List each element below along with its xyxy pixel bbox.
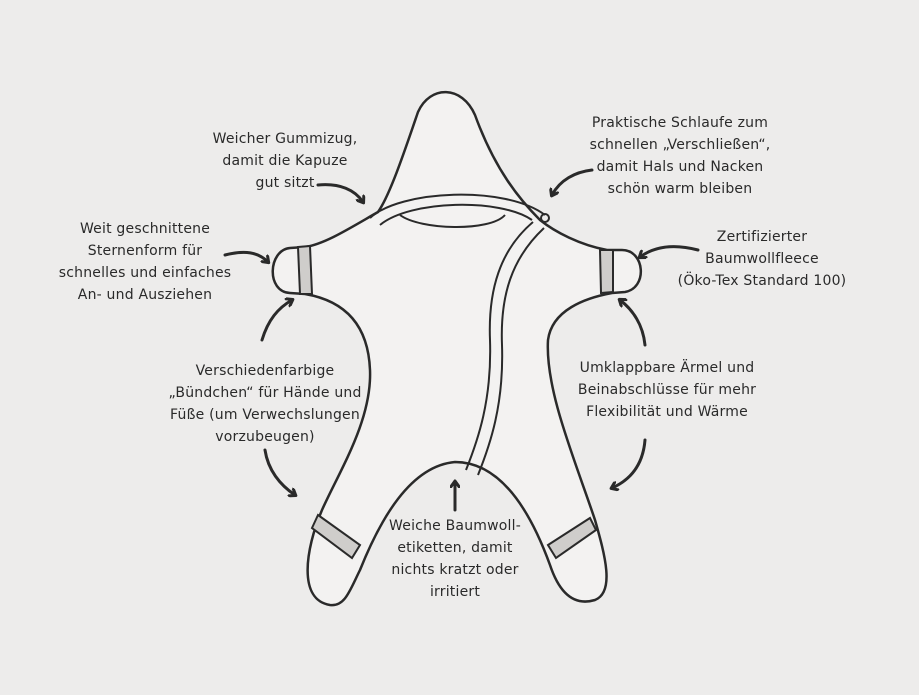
annotation-line: (Öko-Tex Standard 100)	[677, 273, 847, 289]
annotation-line: Weicher Gummizug,	[212, 131, 358, 147]
annotation-line: etiketten, damit	[397, 540, 513, 556]
annotation-line: schnelles und einfaches	[58, 265, 232, 281]
annotation-line: gut sitzt	[255, 175, 315, 191]
arrow-foldable-up	[620, 300, 647, 347]
annotation-line: Füße (um Verwechslungen	[170, 407, 360, 423]
arrows	[223, 168, 700, 512]
annotation-foldable: Umklappbare Ärmel und Beinabschlüsse für…	[578, 357, 756, 423]
loop	[540, 213, 550, 223]
arrow-cuffs-up	[260, 300, 292, 342]
annotation-line: Verschiedenfarbige	[195, 363, 335, 379]
suit-outline	[271, 90, 642, 607]
annotation-line: damit Hals und Nacken	[596, 159, 764, 175]
annotation-line: vorzubeugen)	[215, 429, 315, 445]
annotation-cuffs: Verschiedenfarbige „Bündchen“ für Hände …	[168, 360, 361, 448]
annotation-line: Sternenform für	[87, 243, 203, 259]
annotation-line: Weiche Baumwoll-	[389, 518, 521, 534]
annotation-line: damit die Kapuze	[222, 153, 348, 169]
arrow-loop	[552, 168, 594, 195]
annotation-line: Praktische Schlaufe zum	[591, 115, 769, 131]
arrow-hood	[316, 183, 363, 202]
arrow-cuffs-down	[263, 448, 295, 495]
annotation-fleece: Zertifizierter Baumwollfleece (Öko-Tex S…	[678, 226, 847, 292]
annotation-loop: Praktische Schlaufe zum schnellen „Versc…	[590, 112, 771, 200]
cuffs	[296, 244, 614, 560]
annotation-labels: Weiche Baumwoll- etiketten, damit nichts…	[389, 515, 521, 603]
annotation-line: Baumwollfleece	[705, 251, 819, 267]
annotation-line: schnellen „Verschließen“,	[589, 137, 771, 153]
annotation-line: schön warm bleiben	[607, 181, 753, 197]
annotation-star-shape: Weit geschnittene Sternenform für schnel…	[59, 218, 232, 306]
front-placket	[465, 221, 545, 476]
annotation-line: irritiert	[429, 584, 481, 600]
arrow-foldable-down	[612, 438, 647, 488]
annotation-line: Zertifizierter	[716, 229, 808, 245]
hood-collar	[369, 193, 546, 228]
annotation-line: Flexibilität und Wärme	[586, 404, 748, 420]
annotation-line: Weit geschnittene	[79, 221, 211, 237]
arrow-fleece	[640, 245, 700, 257]
annotation-hood: Weicher Gummizug, damit die Kapuze gut s…	[213, 128, 358, 194]
annotation-line: „Bündchen“ für Hände und	[168, 385, 362, 401]
annotation-line: nichts kratzt oder	[391, 562, 519, 578]
annotation-line: Beinabschlüsse für mehr	[577, 382, 757, 398]
annotation-line: Umklappbare Ärmel und	[579, 360, 755, 376]
annotation-line: An- und Ausziehen	[77, 287, 213, 303]
arrow-star-shape	[223, 250, 268, 262]
